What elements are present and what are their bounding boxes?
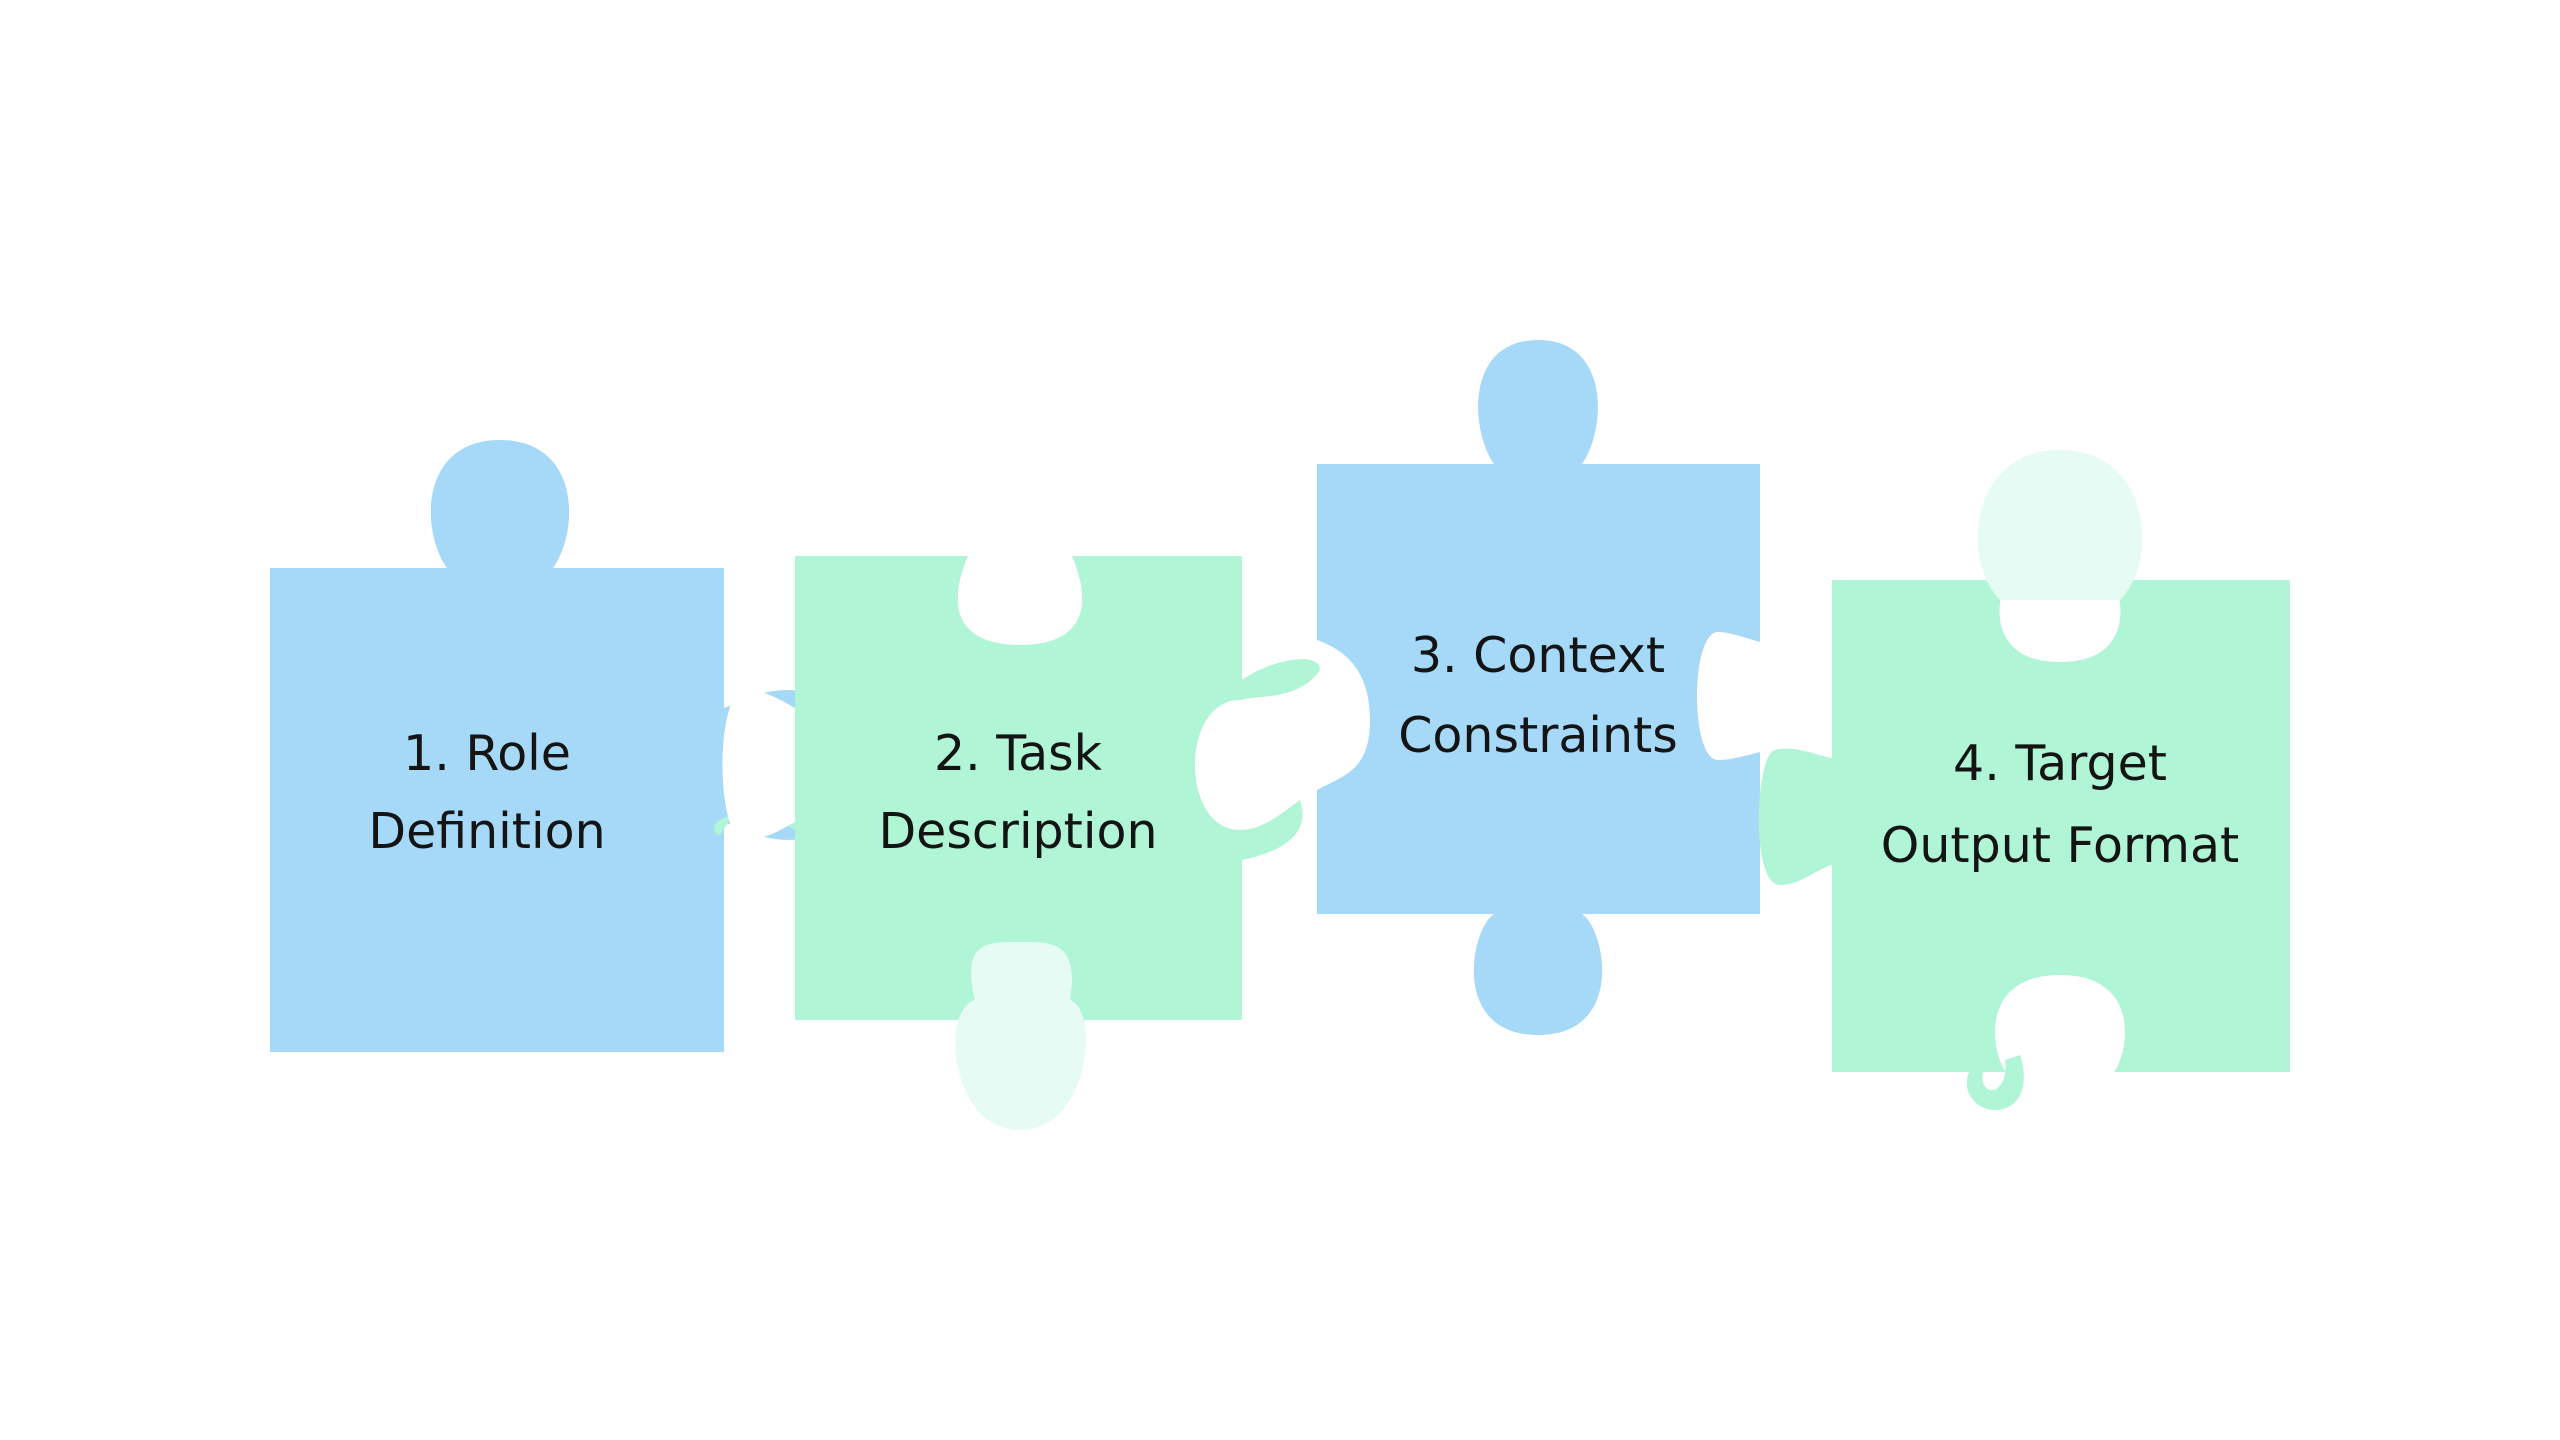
piece-3-label-line1: 3. Context <box>1411 627 1665 684</box>
piece-1-label-line2: Definition <box>368 803 605 860</box>
piece-4-label-line1: 4. Target <box>1953 735 2167 792</box>
piece-2-label-line1: 2. Task <box>934 725 1103 782</box>
piece-4-faded-top-tab <box>1977 450 2143 600</box>
puzzle-piece-task-description: 2. Task Description <box>714 556 1320 1020</box>
piece-3-shape <box>1317 340 1760 1035</box>
piece-1-shape <box>270 440 839 1052</box>
puzzle-piece-context-constraints: 3. Context Constraints <box>1317 340 1760 1035</box>
piece-4-label-line2: Output Format <box>1881 817 2239 874</box>
piece-2-shape <box>714 556 1320 1020</box>
piece-4-bottom-hook <box>1966 1055 2024 1110</box>
piece-2-left-blank <box>722 690 795 840</box>
piece-2-label-line2: Description <box>878 803 1157 860</box>
piece-1-label-line1: 1. Role <box>403 725 571 782</box>
piece-4-shape <box>1758 580 2290 1072</box>
puzzle-piece-target-output-format: 4. Target Output Format <box>1758 580 2290 1072</box>
puzzle-piece-role-definition: 1. Role Definition <box>270 440 839 1052</box>
piece-3-label-line2: Constraints <box>1398 707 1678 764</box>
piece-2-faded-tab <box>955 941 1086 1130</box>
